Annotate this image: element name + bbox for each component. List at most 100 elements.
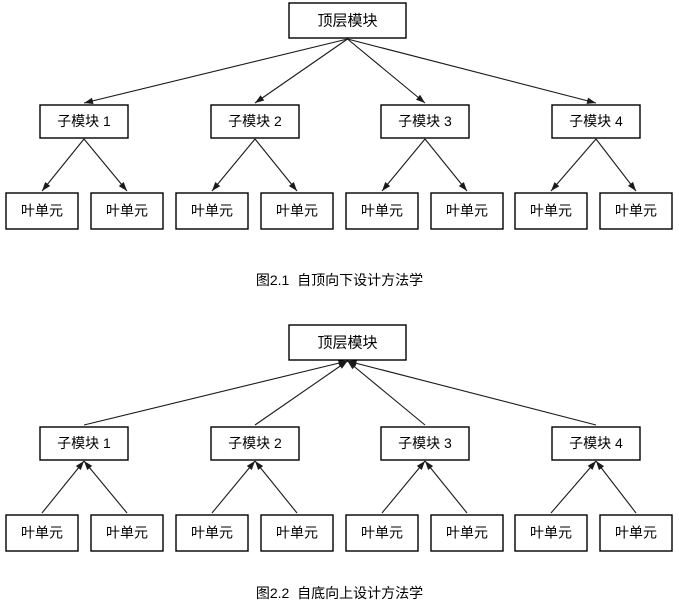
node-leaf-unit-7[interactable]: 叶单元 [514,192,588,230]
node-leaf-unit-4-box[interactable] [260,192,334,230]
edge-sub-3-to-leaf-6-line [424,138,468,192]
node-leaf-unit-1-box[interactable] [5,514,79,552]
node-top-module-box[interactable] [288,324,407,361]
node-sub-module-1-box[interactable] [39,426,129,461]
edge-top-to-sub-1 [83,360,348,426]
node-sub-module-4[interactable]: 子模块 4 [551,104,641,139]
edge-sub-3-to-leaf-5-line [381,460,426,514]
node-sub-module-1[interactable]: 子模块 1 [39,426,129,461]
node-sub-module-2-box[interactable] [210,104,300,139]
edge-top-to-sub-4-head [586,97,596,104]
node-leaf-unit-6-label: 叶单元 [446,525,488,541]
edge-top-to-sub-2 [254,38,348,104]
node-leaf-unit-5[interactable]: 叶单元 [345,514,419,552]
edge-sub-2-to-leaf-3-line [211,460,256,514]
node-leaf-unit-7-label: 叶单元 [530,203,572,219]
edge-sub-4-to-leaf-8-head [627,181,636,191]
node-leaf-unit-3[interactable]: 叶单元 [175,192,249,230]
node-sub-module-2[interactable]: 子模块 2 [210,104,300,139]
node-sub-module-3[interactable]: 子模块 3 [380,104,470,139]
node-leaf-unit-4-label: 叶单元 [276,525,318,541]
node-leaf-unit-7-box[interactable] [514,514,588,552]
node-sub-module-3-box[interactable] [380,426,470,461]
edge-sub-3-to-leaf-5-line [381,138,426,192]
edge-sub-1-to-leaf-2-head [118,182,127,191]
edge-sub-4-to-leaf-8-head [596,461,605,471]
edge-top-to-sub-3-line [347,38,426,104]
node-leaf-unit-6-box[interactable] [430,514,504,552]
edge-sub-3-to-leaf-6-head [425,461,434,471]
node-leaf-unit-6[interactable]: 叶单元 [430,192,504,230]
edge-top-to-sub-2 [254,360,348,426]
edge-top-to-sub-2-line [254,360,348,426]
node-top-module-box[interactable] [288,2,407,39]
edge-sub-2-to-leaf-4-line [254,460,298,514]
node-leaf-unit-2-box[interactable] [90,192,164,230]
edge-sub-2-to-leaf-4 [254,138,298,192]
edge-sub-2-to-leaf-4-head [288,181,297,191]
edge-top-to-sub-2-head [255,95,265,103]
node-leaf-unit-8[interactable]: 叶单元 [599,514,673,552]
edge-sub-3-to-leaf-5-head [416,461,425,470]
node-leaf-unit-5-box[interactable] [345,192,419,230]
edge-sub-4-to-leaf-7 [550,460,597,514]
edge-top-to-sub-1-line [83,360,348,426]
node-leaf-unit-2-label: 叶单元 [106,203,148,219]
node-leaf-unit-6-label: 叶单元 [446,203,488,219]
node-leaf-unit-4-label: 叶单元 [276,203,318,219]
node-top-module-label: 顶层模块 [317,334,377,351]
node-leaf-unit-4[interactable]: 叶单元 [260,192,334,230]
node-leaf-unit-6-box[interactable] [430,192,504,230]
node-leaf-unit-7-box[interactable] [514,192,588,230]
node-sub-module-2-box[interactable] [210,426,300,461]
node-sub-module-4-box[interactable] [551,104,641,139]
node-leaf-unit-1[interactable]: 叶单元 [5,192,79,230]
node-leaf-unit-8-box[interactable] [599,514,673,552]
edge-sub-3-to-leaf-5 [381,460,426,514]
edge-top-to-sub-3 [347,360,426,426]
node-sub-module-3-box[interactable] [380,104,470,139]
edge-sub-4-to-leaf-7-line [550,138,597,192]
node-leaf-unit-7-label: 叶单元 [530,525,572,541]
node-top-module[interactable]: 顶层模块 [288,324,407,361]
node-sub-module-3[interactable]: 子模块 3 [380,426,470,461]
node-leaf-unit-8-box[interactable] [599,192,673,230]
node-leaf-unit-5-label: 叶单元 [361,525,403,541]
edge-sub-2-to-leaf-3 [211,460,256,514]
node-leaf-unit-5[interactable]: 叶单元 [345,192,419,230]
node-leaf-unit-3-box[interactable] [175,514,249,552]
node-sub-module-4[interactable]: 子模块 4 [551,426,641,461]
node-sub-module-1-box[interactable] [39,104,129,139]
node-sub-module-1[interactable]: 子模块 1 [39,104,129,139]
node-leaf-unit-1-box[interactable] [5,192,79,230]
node-sub-module-2[interactable]: 子模块 2 [210,426,300,461]
node-sub-module-1-label: 子模块 1 [57,113,111,129]
node-leaf-unit-7[interactable]: 叶单元 [514,514,588,552]
node-leaf-unit-2-box[interactable] [90,514,164,552]
node-top-module[interactable]: 顶层模块 [288,2,407,39]
edge-sub-2-to-leaf-4-line [254,138,298,192]
edge-sub-2-to-leaf-4 [254,460,298,514]
node-leaf-unit-4[interactable]: 叶单元 [260,514,334,552]
node-leaf-unit-6[interactable]: 叶单元 [430,514,504,552]
node-leaf-unit-8-label: 叶单元 [615,525,657,541]
edge-top-to-sub-2-line [254,38,348,104]
node-leaf-unit-3-box[interactable] [175,192,249,230]
node-leaf-unit-4-box[interactable] [260,514,334,552]
node-leaf-unit-8[interactable]: 叶单元 [599,192,673,230]
node-sub-module-4-label: 子模块 4 [569,113,623,129]
node-sub-module-4-box[interactable] [551,426,641,461]
node-leaf-unit-1[interactable]: 叶单元 [5,514,79,552]
node-leaf-unit-1-label: 叶单元 [21,525,63,541]
node-leaf-unit-3[interactable]: 叶单元 [175,514,249,552]
node-leaf-unit-2[interactable]: 叶单元 [90,514,164,552]
edge-sub-4-to-leaf-8 [595,138,637,192]
edge-sub-1-to-leaf-2-line [83,460,128,514]
node-leaf-unit-2[interactable]: 叶单元 [90,192,164,230]
node-leaf-unit-5-box[interactable] [345,514,419,552]
edge-sub-1-to-leaf-1-head [42,181,51,191]
edge-sub-3-to-leaf-6 [424,138,468,192]
edge-top-to-sub-4 [347,360,597,426]
